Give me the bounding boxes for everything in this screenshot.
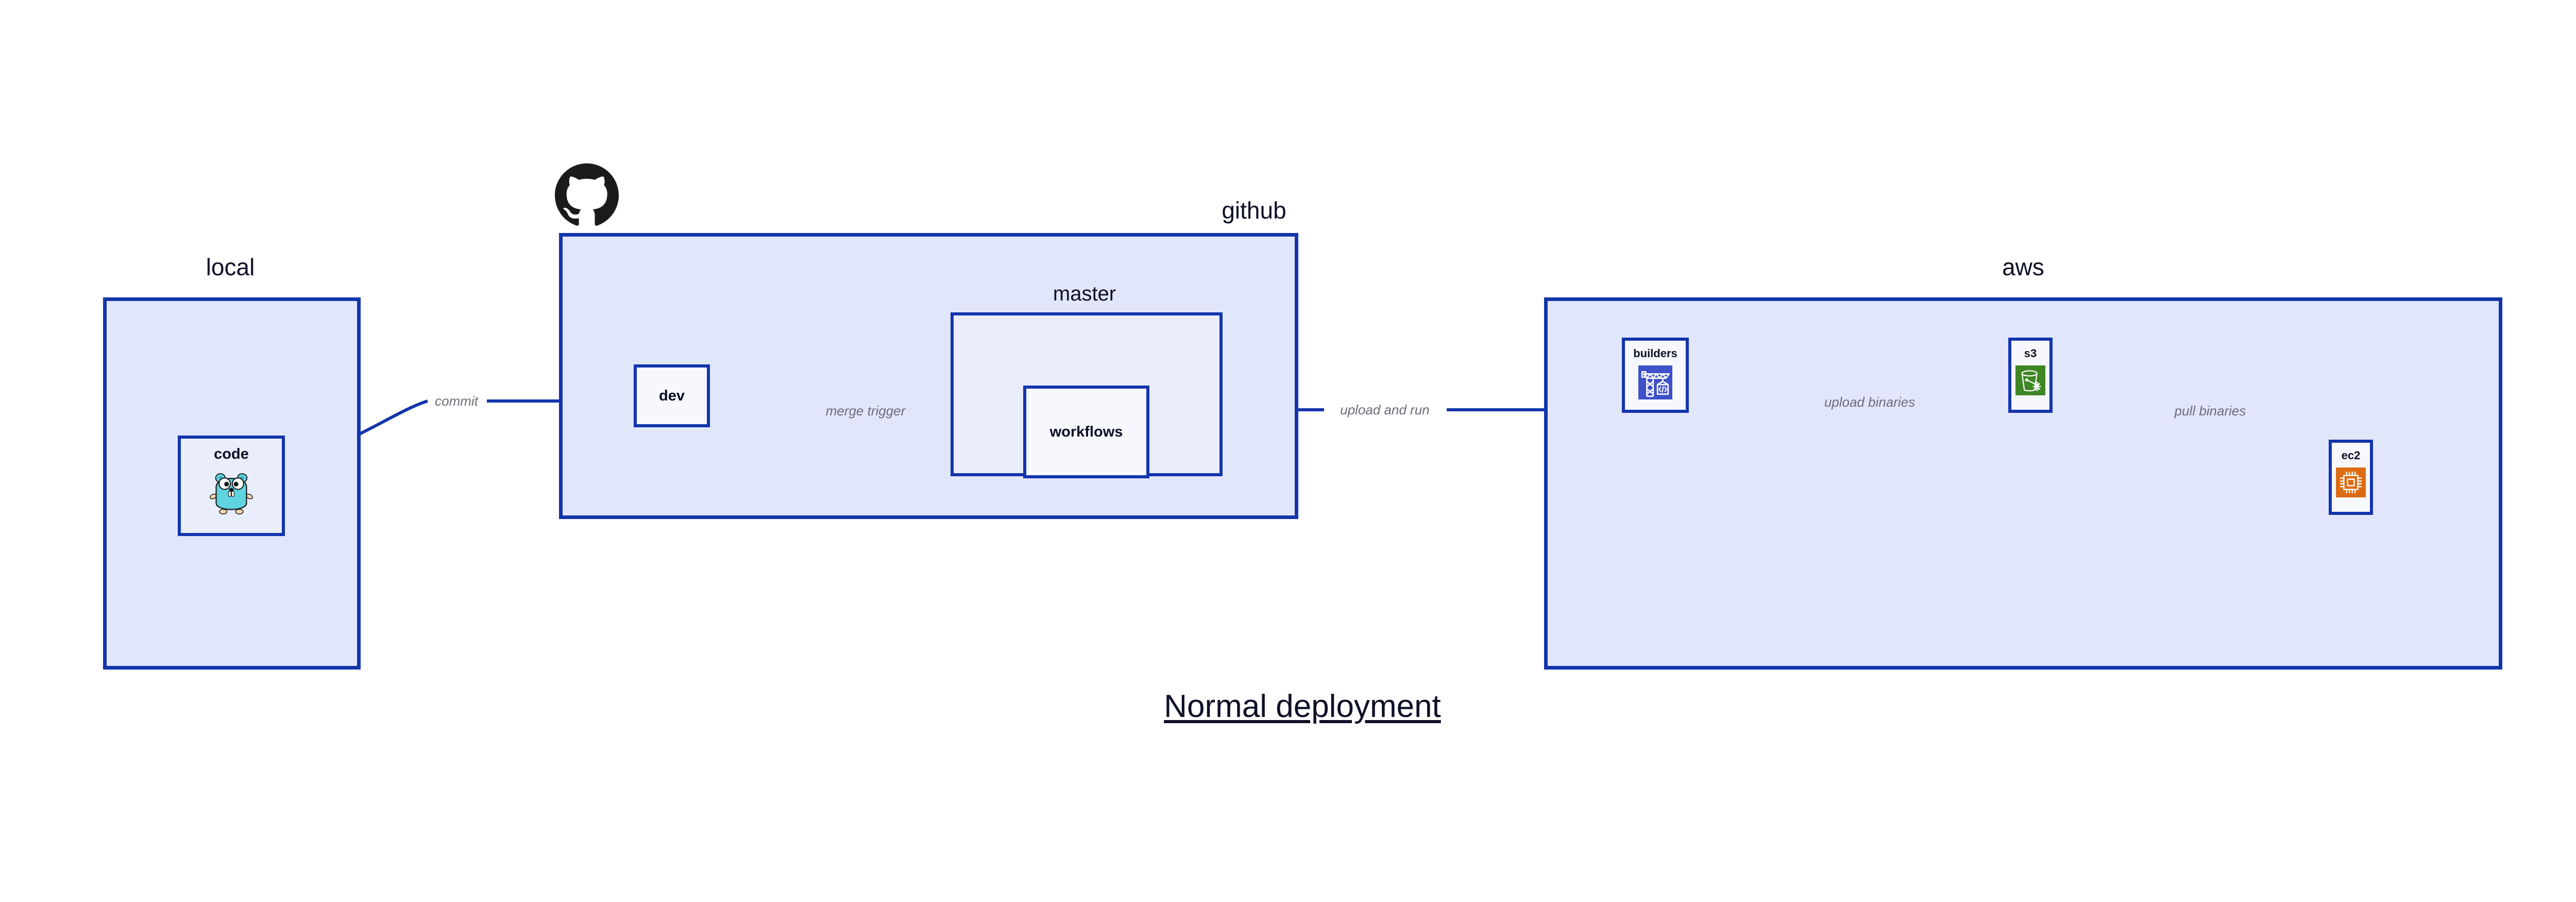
node-workflows[interactable]: workflows [1023, 386, 1149, 478]
node-builders[interactable]: builders [1622, 338, 1689, 413]
node-code[interactable]: code [178, 436, 285, 536]
group-label-github: github [1222, 197, 1286, 224]
node-dev[interactable]: dev [634, 364, 710, 427]
node-label-code: code [214, 446, 249, 462]
node-label-dev: dev [659, 387, 685, 404]
group-label-aws: aws [2002, 254, 2044, 280]
node-label-ec2: ec2 [2341, 449, 2361, 462]
group-label-local: local [206, 254, 255, 280]
node-label-s3: s3 [2024, 347, 2037, 360]
edge-label-commit: commit [435, 393, 478, 409]
node-ec2[interactable]: ec2 [2329, 440, 2373, 515]
go-gopher-icon [208, 468, 255, 518]
node-label-builders: builders [1633, 347, 1677, 360]
ec2-cpu-chip-icon [2336, 467, 2366, 500]
node-s3[interactable]: s3 [2008, 338, 2053, 413]
construction-crane-icon [1638, 365, 1672, 402]
s3-bucket-glacier-icon [2015, 365, 2045, 398]
group-label-master: master [1053, 282, 1116, 305]
github-octocat-icon [555, 163, 619, 227]
edge-label-upload-and-run: upload and run [1340, 402, 1430, 417]
diagram-title: Normal deployment [1164, 689, 1441, 724]
node-label-workflows: workflows [1049, 423, 1123, 440]
